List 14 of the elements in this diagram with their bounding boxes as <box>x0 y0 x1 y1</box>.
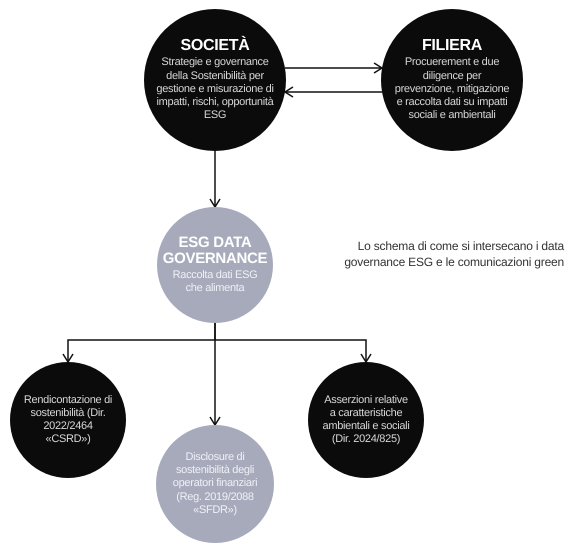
node-heading: FILIERA <box>422 38 482 54</box>
node-text: Raccolta dati ESG che alimenta <box>172 268 258 295</box>
node-text: Procuerement e due diligence per prevenzione, mitigazione e raccolta dati su impatti sociali e ambientali <box>394 56 510 122</box>
arrow <box>209 151 221 208</box>
arrow <box>214 323 372 363</box>
arrow <box>284 62 383 74</box>
arrow <box>284 86 382 98</box>
node-text: Disclosure di sostenibilità degli operatori finanziari (Reg. 2019/2088 «SFDR») <box>172 451 258 517</box>
node-heading: SOCIETÀ <box>180 38 250 54</box>
node-text: Strategie e governance della Sostenibilità per gestione e misurazione di impatti, rischi, opportunità ESG <box>156 56 274 122</box>
node-text: Rendicontazione di sostenibilità (Dir. 2022/2464 «CSRD») <box>22 394 114 446</box>
node-heading: ESG DATA GOVERNANCE <box>162 235 268 267</box>
node-text: Asserzioni relative a caratteristiche ambientali e sociali (Dir. 2024/825) <box>322 394 410 446</box>
caption: Lo schema di come si intersecano i data governance ESG e le comunicazioni green <box>343 238 564 270</box>
